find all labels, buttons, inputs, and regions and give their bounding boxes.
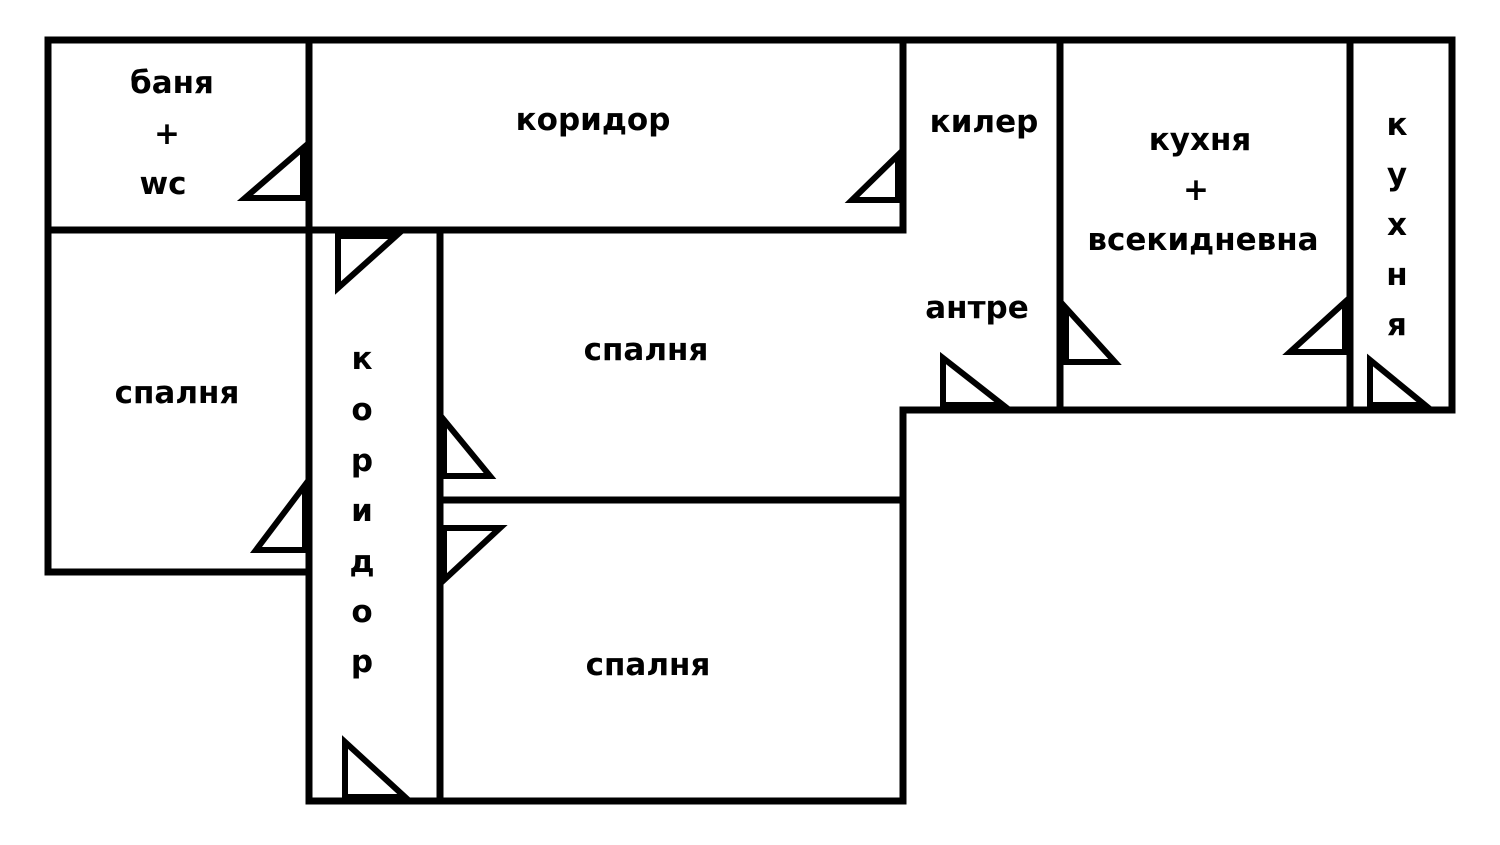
label-pantry: килер bbox=[930, 104, 1039, 140]
label-corridor-top: коридор bbox=[516, 102, 671, 138]
label-kitchen-letter: х bbox=[1387, 207, 1407, 243]
door-corridor-vertical-top bbox=[335, 233, 404, 295]
door-kitchen bbox=[1367, 353, 1434, 408]
label-kitchen-living-line3: всекидневна bbox=[1087, 222, 1318, 258]
label-bedroom-left: спалня bbox=[115, 375, 240, 411]
label-bathroom-line2: + bbox=[154, 116, 180, 152]
door-kitchen-living-right bbox=[1282, 295, 1348, 355]
door-bathroom bbox=[236, 141, 306, 201]
doors bbox=[236, 141, 1434, 800]
label-kitchen-letter: у bbox=[1387, 157, 1407, 193]
label-corridor-vertical-letter: к bbox=[351, 341, 372, 377]
door-corridor-top bbox=[844, 147, 901, 203]
door-entry bbox=[940, 351, 1012, 408]
room-labels: баня + wc коридор килер антре кухня + вс… bbox=[115, 65, 1408, 683]
label-bathroom-line1: баня bbox=[130, 65, 214, 101]
label-kitchen-letter: я bbox=[1387, 307, 1407, 343]
label-kitchen-living-line2: + bbox=[1183, 172, 1209, 208]
walls bbox=[44, 36, 1456, 805]
label-corridor-vertical-letter: р bbox=[351, 443, 373, 479]
label-bedroom-mid: спалня bbox=[584, 332, 709, 368]
label-corridor-vertical-letter: и bbox=[351, 493, 373, 529]
label-bedroom-bottom: спалня bbox=[586, 647, 711, 683]
door-bedroom-left bbox=[249, 476, 308, 553]
label-bathroom-line3: wc bbox=[139, 166, 186, 202]
door-bedroom-bottom bbox=[441, 525, 508, 587]
door-corridor-vertical-bottom bbox=[342, 735, 413, 800]
label-kitchen-letter: н bbox=[1386, 257, 1407, 293]
label-corridor-vertical-letter: д bbox=[349, 544, 374, 580]
door-bedroom-mid bbox=[441, 411, 497, 479]
label-entry: антре bbox=[925, 290, 1029, 326]
label-kitchen-living-line1: кухня bbox=[1149, 122, 1252, 158]
label-corridor-vertical-letter: р bbox=[351, 644, 373, 680]
label-kitchen-letter: к bbox=[1386, 107, 1407, 143]
label-corridor-vertical-letter: о bbox=[351, 392, 372, 428]
door-kitchen-living-left bbox=[1063, 300, 1122, 365]
label-corridor-vertical-letter: о bbox=[351, 594, 372, 630]
outer-wall bbox=[44, 36, 1456, 805]
